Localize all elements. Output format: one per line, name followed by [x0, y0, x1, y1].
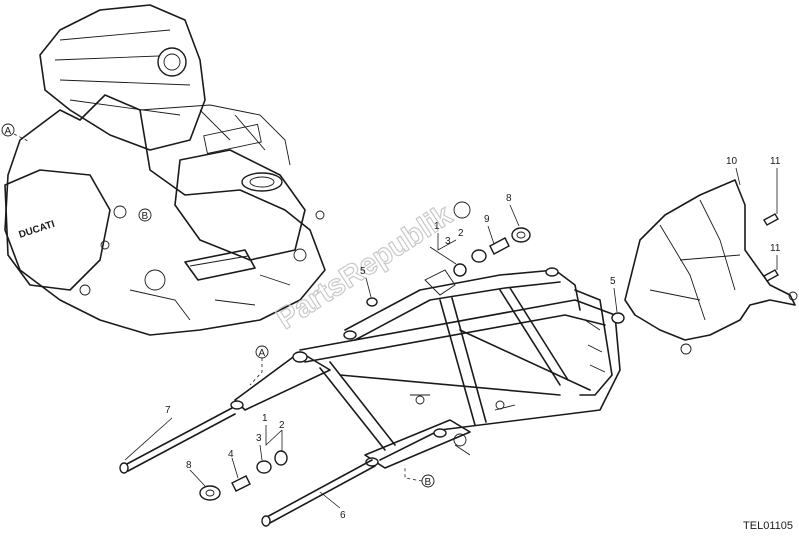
callout-10: 10 — [726, 156, 738, 167]
callout-6: 6 — [340, 510, 346, 521]
callout-2-upper: 2 — [458, 228, 464, 239]
reference-a-frame: A — [259, 348, 266, 359]
callout-3-upper: 3 — [445, 236, 451, 247]
callout-numbers: 7 8 4 3 1 2 6 5 5 8 9 1 3 2 10 11 11 — [165, 156, 781, 521]
callout-1-upper: 1 — [434, 221, 440, 232]
leader-lines — [124, 167, 778, 509]
callout-4: 4 — [228, 449, 234, 460]
callout-7: 7 — [165, 405, 171, 416]
engine-assembly: DUCATI A B — [1, 4, 326, 336]
callout-11-upper: 11 — [770, 156, 781, 167]
watermark: PartsRepublik — [270, 198, 471, 336]
reference-b-frame: B — [425, 477, 432, 488]
callout-8-lower: 8 — [186, 460, 192, 471]
callout-2-lower: 2 — [279, 420, 285, 431]
rear-bracket — [624, 179, 798, 355]
callout-3-lower: 3 — [256, 433, 262, 444]
callout-5-left: 5 — [360, 266, 366, 277]
callout-5-right: 5 — [610, 276, 616, 287]
drawing-code: TEL01105 — [743, 520, 793, 532]
engine-badge-text: DUCATI — [18, 219, 57, 241]
reference-b-engine: B — [142, 211, 149, 222]
hardware — [119, 213, 779, 527]
trellis-frame: A B — [230, 267, 621, 488]
reference-a-engine: A — [5, 126, 12, 137]
callout-8-upper: 8 — [506, 193, 512, 204]
callout-1-lower: 1 — [262, 413, 268, 424]
callout-11-lower: 11 — [770, 243, 781, 254]
callout-9: 9 — [484, 214, 490, 225]
